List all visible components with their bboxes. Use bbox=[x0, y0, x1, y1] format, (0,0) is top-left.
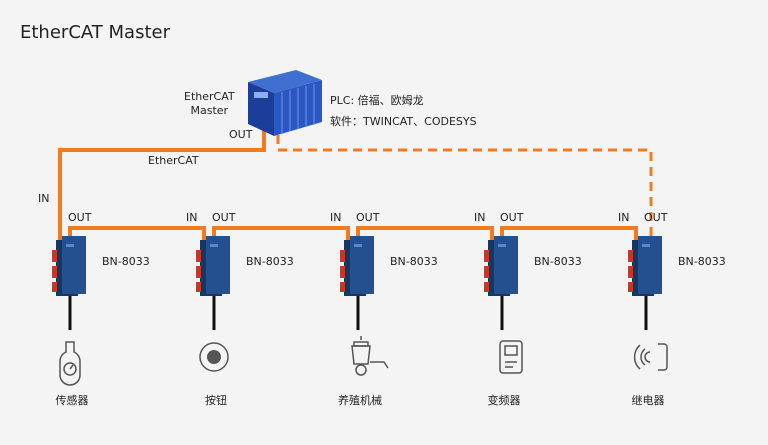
module-out-label-5: OUT bbox=[644, 211, 668, 224]
plc-info: PLC: 倍福、欧姆龙 软件：TWINCAT、CODESYS bbox=[330, 90, 477, 132]
module-name-3: BN-8033 bbox=[390, 255, 438, 268]
module-out-label-2: OUT bbox=[212, 211, 236, 224]
chain-link-4 bbox=[500, 226, 638, 242]
chain-link-1 bbox=[68, 226, 206, 242]
farming-machine-icon bbox=[351, 336, 389, 376]
device-label-5: 继电器 bbox=[631, 394, 665, 407]
page-title: EtherCAT Master bbox=[20, 22, 170, 43]
module-out-label-1: OUT bbox=[68, 211, 92, 224]
bus-label: EtherCAT bbox=[148, 154, 199, 167]
module-in-label-5: IN bbox=[618, 211, 630, 224]
bn-module-1 bbox=[52, 236, 86, 296]
master-label: EtherCAT Master bbox=[184, 90, 235, 117]
inverter-icon bbox=[499, 340, 523, 374]
device-label-3: 养殖机械 bbox=[338, 394, 382, 407]
module-name-1: BN-8033 bbox=[102, 255, 150, 268]
module-name-2: BN-8033 bbox=[246, 255, 294, 268]
module-out-label-4: OUT bbox=[500, 211, 524, 224]
device-label-4: 变频器 bbox=[487, 394, 521, 407]
bn-module-2 bbox=[196, 236, 230, 296]
chain-link-2 bbox=[212, 226, 350, 242]
module-in-label-2: IN bbox=[186, 211, 198, 224]
master-cable bbox=[58, 116, 266, 240]
plc-software: 软件：TWINCAT、CODESYS bbox=[330, 115, 477, 128]
plc-vendors: PLC: 倍福、欧姆龙 bbox=[330, 94, 424, 107]
relay-icon bbox=[633, 343, 668, 371]
device-label-1: 传感器 bbox=[55, 394, 89, 407]
module-name-5: BN-8033 bbox=[678, 255, 726, 268]
module-name-4: BN-8033 bbox=[534, 255, 582, 268]
module-in-label-3: IN bbox=[330, 211, 342, 224]
button-icon bbox=[199, 342, 229, 372]
sensor-icon bbox=[59, 341, 81, 386]
master-out-label: OUT bbox=[229, 128, 253, 141]
bn-module-3 bbox=[340, 236, 374, 296]
bn-module-5 bbox=[628, 236, 662, 296]
first-in-label: IN bbox=[38, 192, 50, 205]
module-out-label-3: OUT bbox=[356, 211, 380, 224]
module-in-label-4: IN bbox=[474, 211, 486, 224]
bn-module-4 bbox=[484, 236, 518, 296]
return-cable-dashed bbox=[276, 120, 653, 240]
device-label-2: 按钮 bbox=[205, 394, 227, 407]
master-plc-icon bbox=[248, 70, 322, 136]
chain-link-3 bbox=[356, 226, 494, 242]
